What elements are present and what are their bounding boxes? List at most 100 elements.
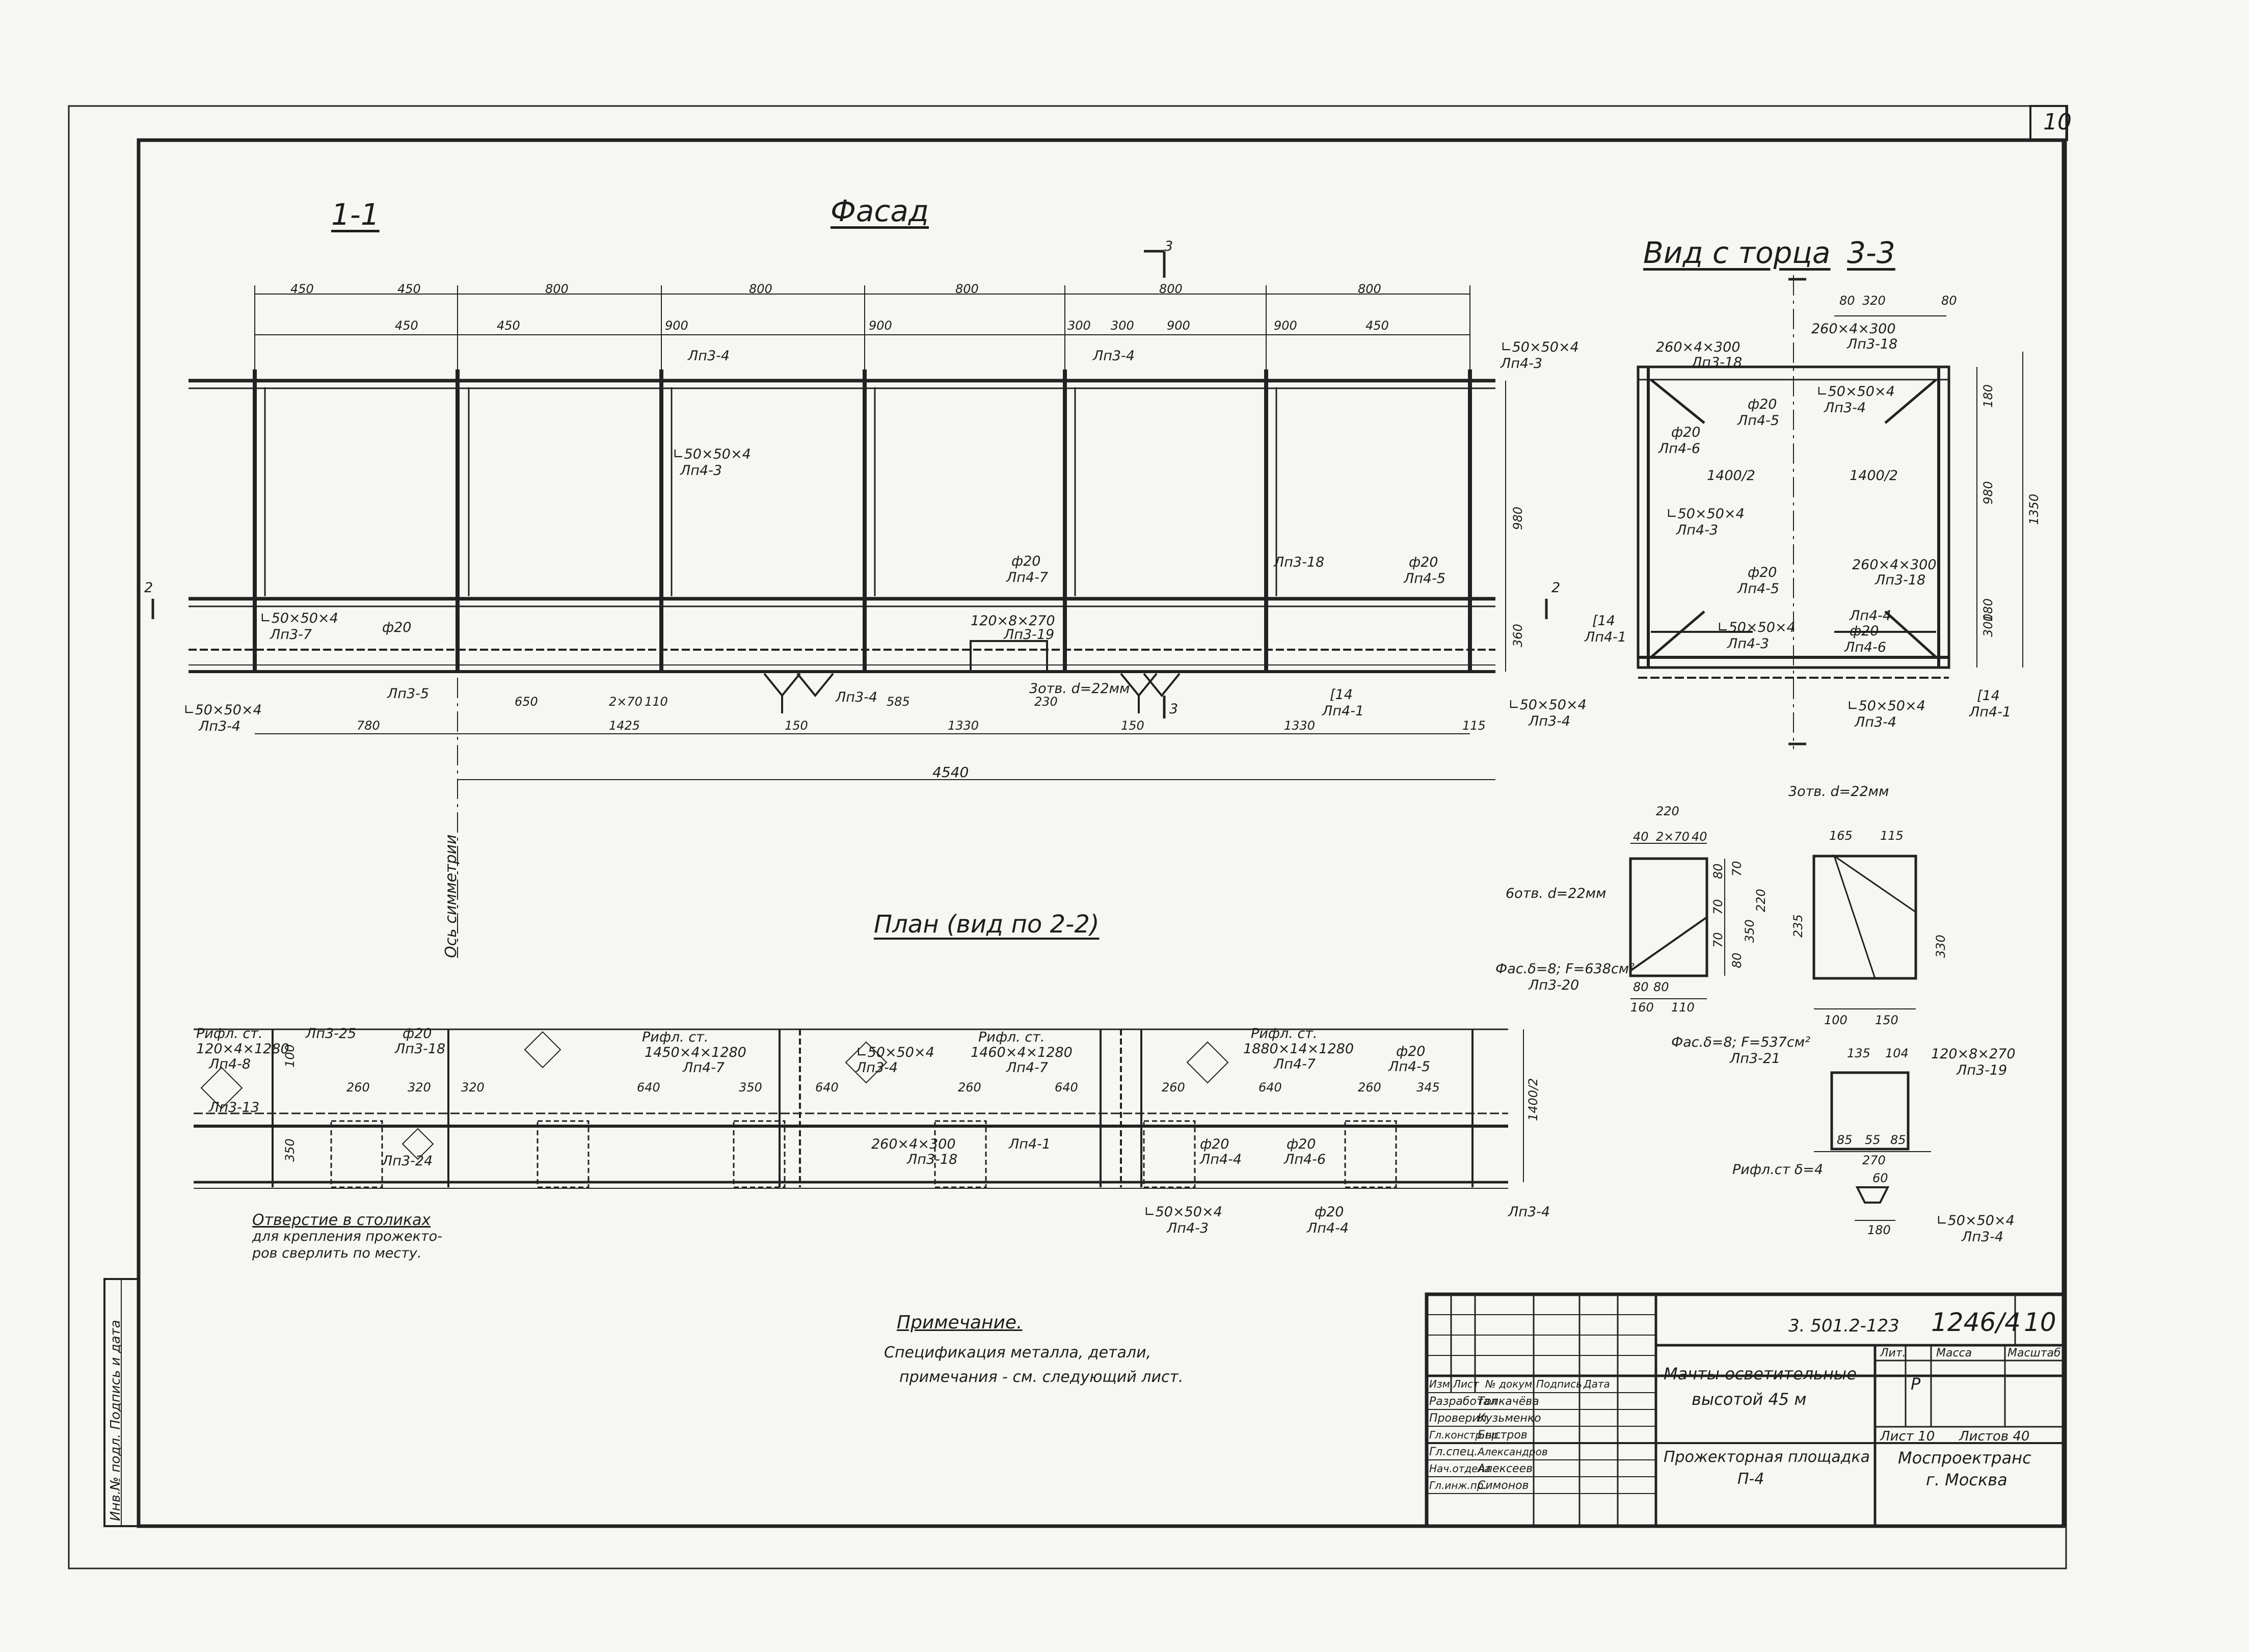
plan-riffle-c-code: Лп4-7 bbox=[1006, 1060, 1049, 1076]
ev-phi20-b-code: Лп4-6 bbox=[1658, 441, 1701, 457]
dim-bottom-4: 1425 bbox=[609, 718, 640, 733]
label-lp3-4-b: Лп3-4 bbox=[1093, 348, 1135, 364]
label-phi20-a: ф20 bbox=[1011, 553, 1041, 569]
plan-riffle-a-size: 120×4×1280 bbox=[196, 1041, 289, 1057]
d3-dim-3: 55 bbox=[1865, 1133, 1881, 1147]
tb-h-1: Лист bbox=[1453, 1378, 1479, 1390]
dim-overall: 4540 bbox=[932, 764, 969, 781]
tb-name-1: Кузьменко bbox=[1478, 1412, 1541, 1425]
plan-dim-7: 640 bbox=[1055, 1080, 1078, 1095]
label-lp3-18: Лп3-18 bbox=[1274, 554, 1325, 570]
plan-phi20-e-code: Лп4-4 bbox=[1307, 1220, 1349, 1236]
d3-dim-2: 85 bbox=[1837, 1133, 1853, 1147]
tb-org-2: г. Москва bbox=[1926, 1470, 2007, 1489]
plan-riffle-b-size: 1450×4×1280 bbox=[645, 1045, 746, 1060]
label-angle-top: ∟50×50×4 bbox=[1501, 339, 1579, 355]
d1-side-3: 70 bbox=[1730, 861, 1744, 876]
tb-role-0: Разработал bbox=[1429, 1395, 1497, 1408]
tb-code: 3. 501.2-123 bbox=[1788, 1316, 1899, 1336]
d1-bottom-0: 80 bbox=[1633, 980, 1649, 994]
ev-phi20-a-code: Лп4-5 bbox=[1737, 413, 1780, 429]
ev-phi20-e: ф20 bbox=[1850, 623, 1879, 639]
ev-angle-c-code: Лп4-3 bbox=[1727, 636, 1770, 652]
label-phi20-a-code: Лп4-7 bbox=[1006, 570, 1049, 585]
ev-half-b: 1400/2 bbox=[1850, 468, 1898, 484]
section-3-3-title: 3-3 bbox=[1847, 235, 1895, 270]
d1-dim-3: 40 bbox=[1692, 830, 1707, 844]
symmetry-axis-label: Ось симметрии bbox=[442, 834, 460, 958]
dim-second-6: 900 bbox=[1167, 318, 1190, 333]
plan-angle-a-code: Лп3-4 bbox=[856, 1060, 898, 1076]
tb-sheets-label: Листов 40 bbox=[1959, 1429, 2030, 1444]
label-channel: [14 bbox=[1330, 687, 1353, 703]
tb-project-2: высотой 45 м bbox=[1692, 1390, 1807, 1409]
plan-dim-10: 260 bbox=[1358, 1080, 1381, 1095]
facade-title: Фасад bbox=[831, 194, 929, 228]
plan-hole-note-3: ров сверлить по месту. bbox=[252, 1245, 422, 1261]
ev-plate-c: 260×4×300 bbox=[1852, 557, 1937, 573]
label-angle-left: ∟50×50×4 bbox=[260, 610, 338, 626]
plan-lp3-4: Лп3-4 bbox=[1508, 1204, 1550, 1220]
d1-chamfer: Фас.δ=8; F=638см² bbox=[1495, 961, 1635, 977]
dim-second-1: 450 bbox=[497, 318, 520, 333]
tb-lit: Р bbox=[1911, 1374, 1921, 1394]
plan-plate: 260×4×300 bbox=[871, 1136, 956, 1152]
plan-riffle-c-size: 1460×4×1280 bbox=[971, 1045, 1073, 1060]
ev-channel-r: [14 bbox=[1977, 688, 2000, 704]
tb-h-0: Изм. bbox=[1429, 1378, 1454, 1390]
ev-angle-a: ∟50×50×4 bbox=[1816, 384, 1895, 399]
dim-top-5: 800 bbox=[1159, 282, 1183, 296]
d3-bottom: 180 bbox=[1867, 1223, 1891, 1237]
tb-item-2: П-4 bbox=[1737, 1470, 1764, 1488]
dim-second-5: 300 bbox=[1111, 318, 1134, 333]
cut-2-right: 2 bbox=[1551, 580, 1561, 596]
sheet-number: 10 bbox=[2043, 109, 2072, 135]
d1-holes: 6отв. d=22мм bbox=[1506, 886, 1607, 901]
plan-right-dim: 1400/2 bbox=[1526, 1078, 1540, 1121]
plan-phi20-b-code: Лп4-5 bbox=[1388, 1059, 1431, 1075]
plan-lp3-25: Лп3-25 bbox=[306, 1026, 357, 1042]
plan-angle-b-code: Лп4-3 bbox=[1167, 1220, 1209, 1236]
ev-dim-top-1: 320 bbox=[1862, 294, 1886, 308]
dim-second-7: 900 bbox=[1274, 318, 1297, 333]
tb-name-2: Быстров bbox=[1478, 1429, 1528, 1442]
label-phi20-b-code: Лп4-5 bbox=[1404, 571, 1446, 587]
dim-top-3: 800 bbox=[749, 282, 772, 296]
label-phi20-b: ф20 bbox=[1409, 554, 1438, 570]
plan-phi20-b: ф20 bbox=[1396, 1044, 1426, 1059]
cut-3-top: 3 bbox=[1164, 238, 1173, 254]
plan-riffle-a: Рифл. ст. bbox=[196, 1026, 263, 1042]
plan-hole-note-1: Отверстие в столиках bbox=[252, 1211, 431, 1229]
ev-dim-180-b: 180 bbox=[1981, 598, 1995, 622]
ev-angle-c: ∟50×50×4 bbox=[1717, 620, 1796, 635]
label-lp3-4-a: Лп3-4 bbox=[688, 348, 730, 364]
plan-phi20-d: ф20 bbox=[1287, 1136, 1316, 1152]
d1-side-0: 80 bbox=[1711, 863, 1725, 879]
dim-bottom-1: 650 bbox=[515, 695, 538, 709]
ev-dim-top-2: 80 bbox=[1941, 294, 1957, 308]
notes-heading: Примечание. bbox=[897, 1312, 1023, 1333]
plan-phi20-c: ф20 bbox=[1200, 1136, 1229, 1152]
label-plate: 120×8×270 bbox=[971, 613, 1055, 629]
dim-bottom-0: 780 bbox=[357, 718, 380, 733]
dim-bottom-9: 150 bbox=[1121, 718, 1144, 733]
d3-dim-0: 135 bbox=[1847, 1046, 1870, 1060]
ev-plate-c-code: Лп3-18 bbox=[1875, 572, 1926, 588]
ev-angle-a-code: Лп3-4 bbox=[1824, 400, 1866, 416]
section-1-1-title: 1-1 bbox=[331, 197, 380, 232]
tb-mass-header: Масса bbox=[1936, 1347, 1972, 1360]
d3-angle-code: Лп3-4 bbox=[1962, 1229, 2004, 1245]
ev-phi20-d-code: Лп4-4 bbox=[1850, 608, 1892, 624]
ev-channel-l: [14 bbox=[1592, 613, 1615, 629]
tb-project-1: Мачты осветительные bbox=[1664, 1364, 1857, 1383]
plan-phi20-a-code: Лп3-18 bbox=[395, 1041, 446, 1057]
d3-small: 60 bbox=[1872, 1171, 1888, 1185]
d3-dim-5: 270 bbox=[1862, 1153, 1886, 1167]
label-lp3-4-c: Лп3-4 bbox=[836, 689, 878, 705]
side-stamp: Инв.№ подл. Подпись и дата bbox=[108, 1320, 123, 1521]
d1-side-2: 70 bbox=[1711, 932, 1725, 948]
tb-h-2: № докум. bbox=[1485, 1378, 1536, 1390]
plan-dim-2: 320 bbox=[461, 1080, 485, 1095]
dim-top-2: 800 bbox=[545, 282, 569, 296]
